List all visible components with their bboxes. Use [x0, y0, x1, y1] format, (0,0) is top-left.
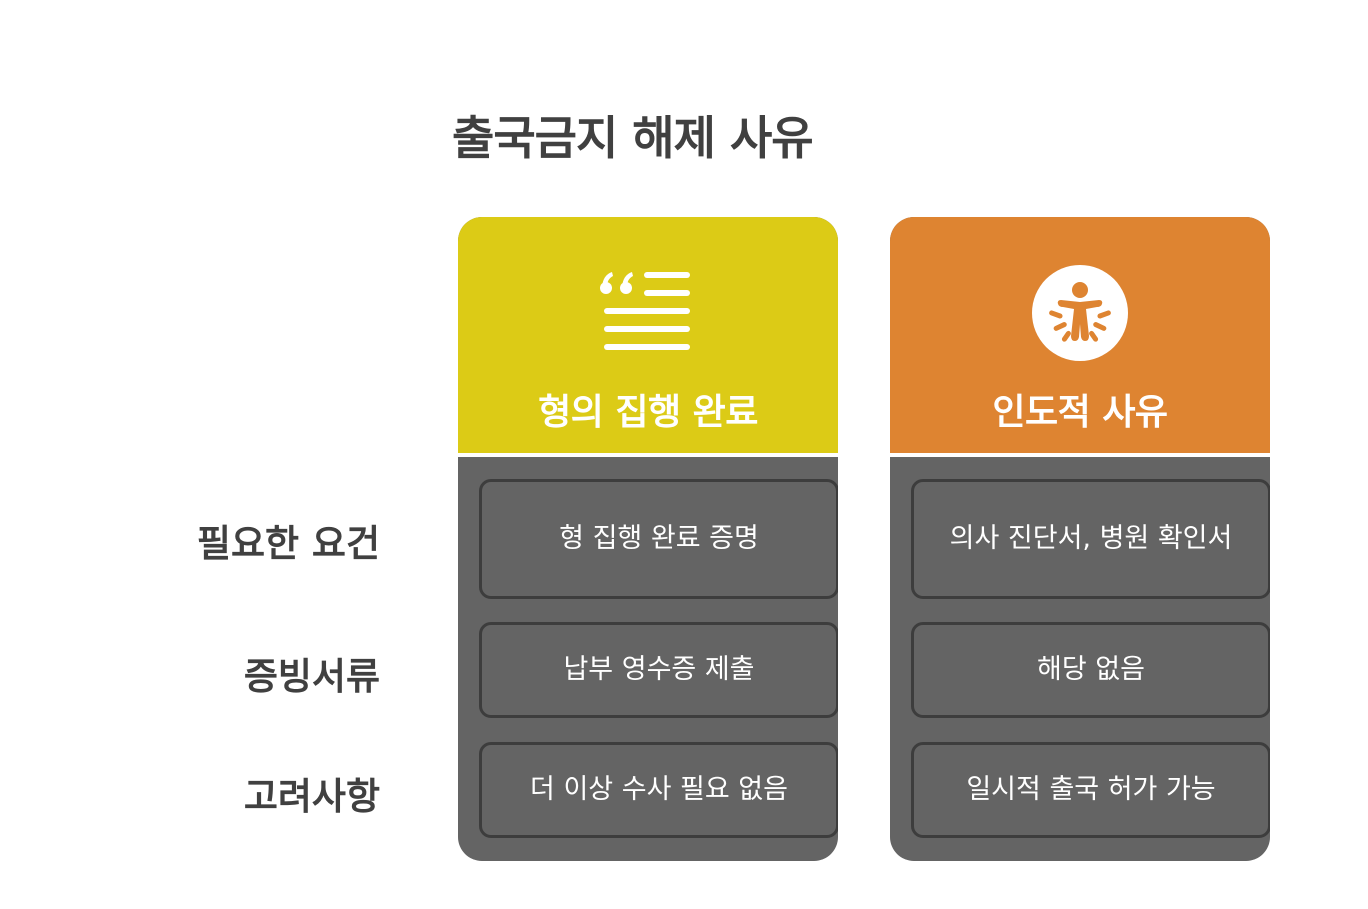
humanitarian-person-icon [1030, 263, 1130, 363]
column-header: 인도적 사유 [890, 217, 1270, 453]
page-title: 출국금지 해제 사유 [452, 111, 814, 165]
cell-documents: 납부 영수증 제출 [479, 622, 838, 718]
quote-lines-icon [598, 263, 698, 363]
column-divider [890, 453, 1270, 457]
cell-considerations: 일시적 출국 허가 가능 [911, 742, 1270, 838]
column-header: 형의 집행 완료 [458, 217, 838, 453]
row-label-requirements: 필요한 요건 [196, 522, 380, 565]
cell-requirement: 의사 진단서, 병원 확인서 [911, 479, 1270, 599]
cell-documents: 해당 없음 [911, 622, 1270, 718]
column-sentence-completed: 형의 집행 완료 형 집행 완료 증명 납부 영수증 제출 더 이상 수사 필요… [458, 217, 838, 861]
cell-considerations: 더 이상 수사 필요 없음 [479, 742, 838, 838]
column-title: 인도적 사유 [992, 392, 1168, 433]
column-title: 형의 집행 완료 [538, 392, 758, 433]
cell-requirement: 형 집행 완료 증명 [479, 479, 838, 599]
column-divider [458, 453, 838, 457]
column-humanitarian: 인도적 사유 의사 진단서, 병원 확인서 해당 없음 일시적 출국 허가 가능 [890, 217, 1270, 861]
row-label-considerations: 고려사항 [243, 775, 380, 818]
row-label-documents: 증빙서류 [243, 655, 380, 698]
